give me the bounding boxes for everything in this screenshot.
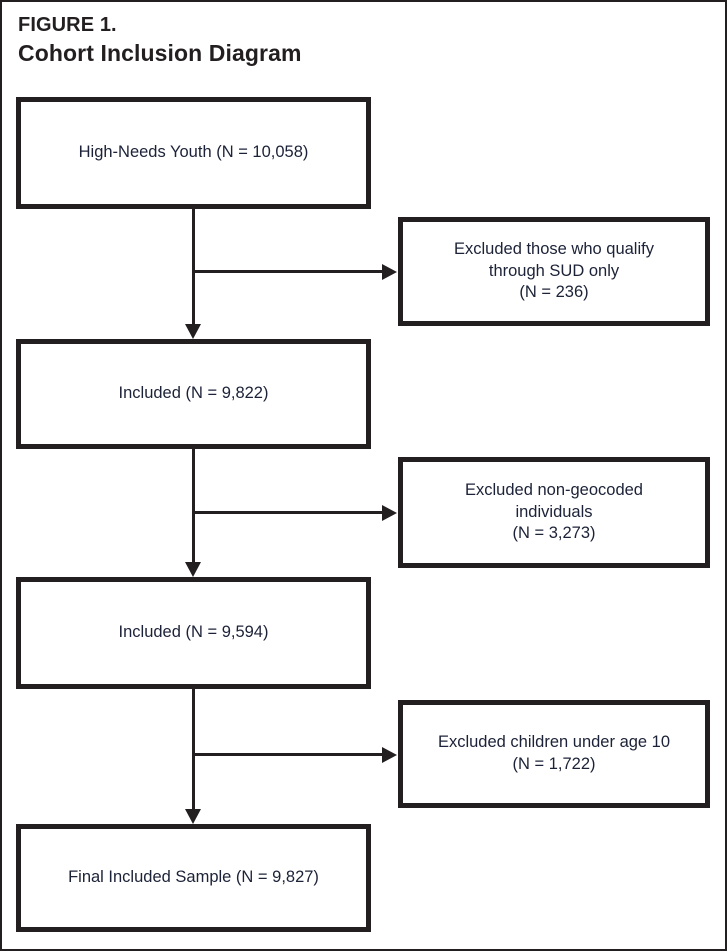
node-high-needs-youth: High-Needs Youth (N = 10,058) [16,97,371,209]
connector-horizontal-3 [194,753,384,756]
node-excluded-non-geocoded: Excluded non-geocoded individuals (N = 3… [398,457,710,568]
arrowhead-down-2 [185,562,201,577]
arrowhead-right-3 [382,747,397,763]
connector-vertical-2 [192,449,195,563]
page-title: Cohort Inclusion Diagram [18,39,302,66]
node-final-included-sample: Final Included Sample (N = 9,827) [16,824,371,932]
figure-number-label: FIGURE 1. [18,14,117,36]
node-label: Final Included Sample (N = 9,827) [68,868,319,887]
arrowhead-down-1 [185,324,201,339]
connector-vertical-1 [192,209,195,325]
arrowhead-down-3 [185,809,201,824]
node-included-9822: Included (N = 9,822) [16,339,371,449]
node-label: Excluded non-geocoded individuals (N = 3… [465,480,643,543]
connector-vertical-3 [192,689,195,810]
node-label: Excluded those who qualify through SUD o… [454,239,654,302]
connector-horizontal-2 [194,511,384,514]
node-label: Included (N = 9,822) [118,384,269,403]
figure-heading: FIGURE 1. Cohort Inclusion Diagram [18,14,498,67]
arrowhead-right-1 [382,264,397,280]
connector-horizontal-1 [194,270,384,273]
node-included-9594: Included (N = 9,594) [16,577,371,689]
node-excluded-under-age-10: Excluded children under age 10 (N = 1,72… [398,700,710,808]
node-label: Included (N = 9,594) [118,623,269,642]
node-excluded-sud-only: Excluded those who qualify through SUD o… [398,217,710,326]
node-label: Excluded children under age 10 (N = 1,72… [437,733,671,773]
arrowhead-right-2 [382,505,397,521]
node-label: High-Needs Youth (N = 10,058) [78,143,309,162]
